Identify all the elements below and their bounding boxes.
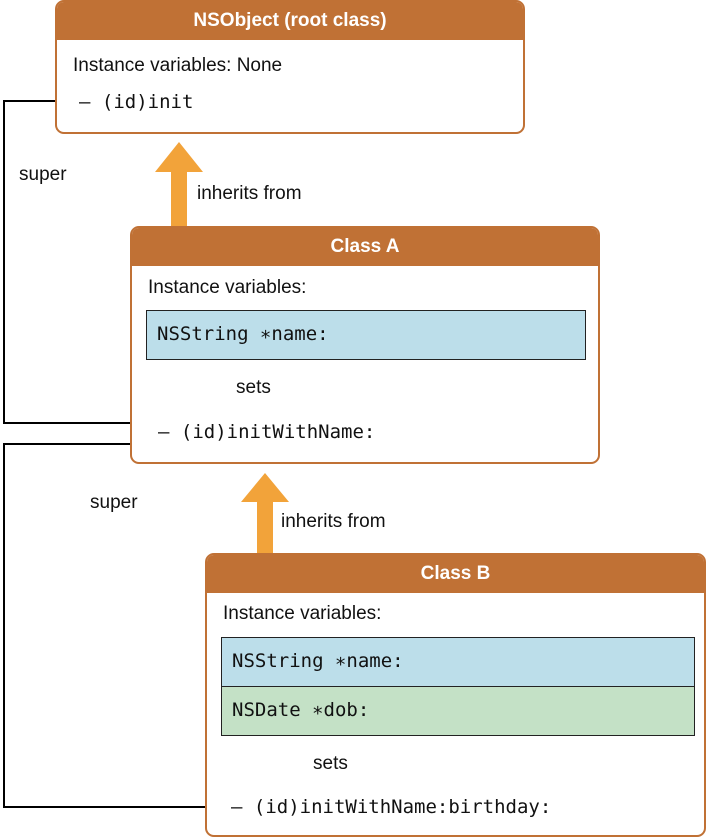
inherits-arrow-b-icon (241, 473, 289, 553)
inherits-from-label-b: inherits from (281, 511, 386, 532)
sets-label-a: sets (236, 377, 271, 398)
inherits-from-label-a: inherits from (197, 183, 302, 204)
nsobject-ivars-label: Instance variables: None (73, 55, 283, 76)
class-a-ivar-name: NSString ∗name: (146, 310, 586, 360)
super-label-a: super (19, 164, 67, 185)
class-a-init-with-name-method: – (id)initWithName: (158, 421, 376, 443)
nsobject-init-method: – (id)init (79, 91, 194, 113)
super-label-b: super (90, 492, 138, 513)
class-b-title: Class B (207, 555, 704, 593)
class-b-init-with-name-birthday-method: – (id)initWithName:birthday: (231, 796, 552, 818)
sets-label-b: sets (313, 753, 348, 774)
nsobject-class-title: NSObject (root class) (57, 2, 523, 40)
super-connector-a (3, 96, 154, 424)
inherits-arrow-a-icon (155, 142, 203, 226)
class-b-box: Class B Instance variables: NSString ∗na… (205, 553, 706, 837)
class-a-box: Class A Instance variables: NSString ∗na… (130, 226, 600, 464)
class-a-ivars-label: Instance variables: (148, 277, 307, 298)
nsobject-class-box: NSObject (root class) Instance variables… (55, 0, 525, 134)
class-b-ivar-dob: NSDate ∗dob: (221, 686, 695, 736)
class-b-ivar-name: NSString ∗name: (221, 637, 695, 687)
class-a-title: Class A (132, 228, 598, 266)
super-connector-b (3, 439, 226, 808)
class-b-ivars-label: Instance variables: (223, 603, 382, 624)
